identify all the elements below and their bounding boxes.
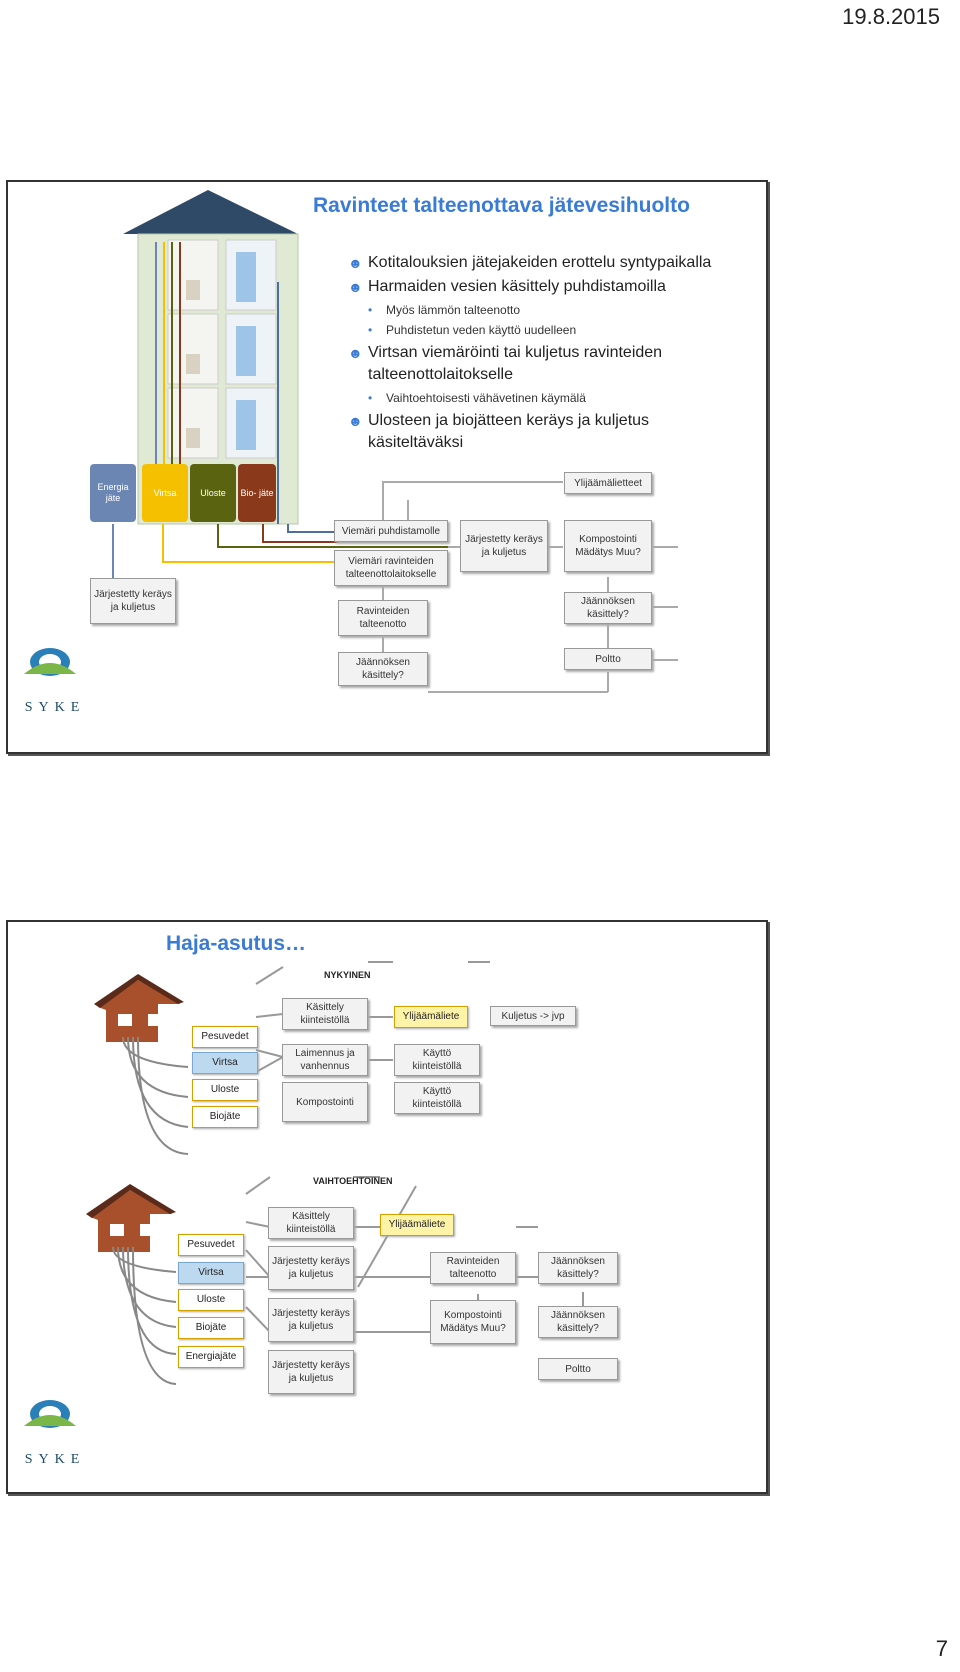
bullet: Ulosteen ja biojätteen keräys ja kuljetu… [348, 410, 748, 454]
box-kaytto-1: Käyttö kiinteistöllä [394, 1044, 480, 1076]
page-number: 7 [935, 1636, 948, 1661]
box-ravinteiden-talteenotto: Ravinteiden talteenotto [430, 1252, 516, 1284]
page-date: 19.8.2015 [842, 4, 940, 29]
slide-ravinteet: Ravinteet talteenottava jätevesihuolto K… [6, 180, 768, 754]
source-virtsa: Virtsa [178, 1262, 244, 1284]
box-laimennus: Laimennus ja vanhennus [282, 1044, 368, 1076]
box-kasittely: Käsittely kiinteistöllä [268, 1207, 354, 1239]
box-jarjestetty-mid: Järjestetty keräys ja kuljetus [460, 520, 548, 572]
box-jaannoksen-2: Jäännöksen käsittely? [538, 1306, 618, 1338]
slide-title: Haja-asutus… [166, 932, 307, 955]
bullet: Virtsan viemäröinti tai kuljetus ravinte… [348, 342, 748, 386]
box-jaannoksen-1: Jäännöksen käsittely? [538, 1252, 618, 1284]
box-kuljetus-jvp: Kuljetus -> jvp [490, 1006, 576, 1026]
box-jarjestetty-2: Järjestetty keräys ja kuljetus [268, 1298, 354, 1342]
box-poltto: Poltto [564, 648, 652, 670]
tile-virtsa: Virtsa [142, 464, 188, 522]
syke-logo: SYKE [24, 700, 86, 715]
source-energiajate: Energiajäte [178, 1346, 244, 1368]
tile-energia: Energia jäte [90, 464, 136, 522]
tile-biojate: Bio- jäte [238, 464, 276, 522]
box-jaannoksen-mid: Jäännöksen käsittely? [338, 652, 428, 686]
source-pesuvedet: Pesuvedet [178, 1234, 244, 1256]
source-pesuvedet: Pesuvedet [192, 1026, 258, 1048]
source-uloste: Uloste [192, 1079, 258, 1101]
box-jarjestetty-left: Järjestetty keräys ja kuljetus [90, 578, 176, 624]
source-virtsa: Virtsa [192, 1052, 258, 1074]
slide-haja-asutus: Haja-asutus… NYKYINEN Pesuvedet Virtsa U… [6, 920, 768, 1494]
box-ylijaamalietteet: Ylijäämälietteet [564, 472, 652, 494]
syke-logo: SYKE [24, 1452, 86, 1467]
box-viemari-puhdistamolle: Viemäri puhdistamolle [334, 520, 448, 542]
sub-bullet: Myös lämmön talteenotto [348, 300, 748, 320]
box-kasittely: Käsittely kiinteistöllä [282, 998, 368, 1030]
box-kompostointi: Kompostointi Mädätys Muu? [564, 520, 652, 572]
sub-bullet: Vaihtoehtoisesti vähävetinen käymälä [348, 388, 748, 408]
source-biojate: Biojäte [192, 1106, 258, 1128]
box-ylijaamaliete: Ylijäämäliete [380, 1214, 454, 1236]
sub-bullet: Puhdistetun veden käyttö uudelleen [348, 320, 748, 340]
box-jarjestetty-3: Järjestetty keräys ja kuljetus [268, 1350, 354, 1394]
diagram-lines [24, 961, 584, 1428]
building-illustration [24, 190, 678, 693]
box-kompostointi: Kompostointi Mädätys Muu? [430, 1300, 516, 1344]
box-jarjestetty-1: Järjestetty keräys ja kuljetus [268, 1246, 354, 1290]
source-biojate: Biojäte [178, 1317, 244, 1339]
bullet-list: Kotitalouksien jätejakeiden erottelu syn… [348, 250, 748, 456]
section-label-nykyinen: NYKYINEN [324, 970, 371, 980]
slide-title: Ravinteet talteenottava jätevesihuolto [313, 194, 690, 217]
bullet: Kotitalouksien jätejakeiden erottelu syn… [348, 252, 748, 274]
box-kaytto-2: Käyttö kiinteistöllä [394, 1082, 480, 1114]
source-uloste: Uloste [178, 1289, 244, 1311]
bullet: Harmaiden vesien käsittely puhdistamoill… [348, 276, 748, 298]
box-ravinteiden-talteenotto: Ravinteiden talteenotto [338, 600, 428, 636]
box-jaannoksen-right: Jäännöksen käsittely? [564, 592, 652, 624]
section-label-vaihtoehtoinen: VAIHTOEHTOINEN [313, 1176, 393, 1186]
tile-uloste: Uloste [190, 464, 236, 522]
box-poltto: Poltto [538, 1358, 618, 1380]
box-kompostointi: Kompostointi [282, 1082, 368, 1122]
box-ylijaamaliete: Ylijäämäliete [394, 1006, 468, 1028]
box-viemari-ravinteiden: Viemäri ravinteiden talteenottolaitoksel… [334, 550, 448, 586]
